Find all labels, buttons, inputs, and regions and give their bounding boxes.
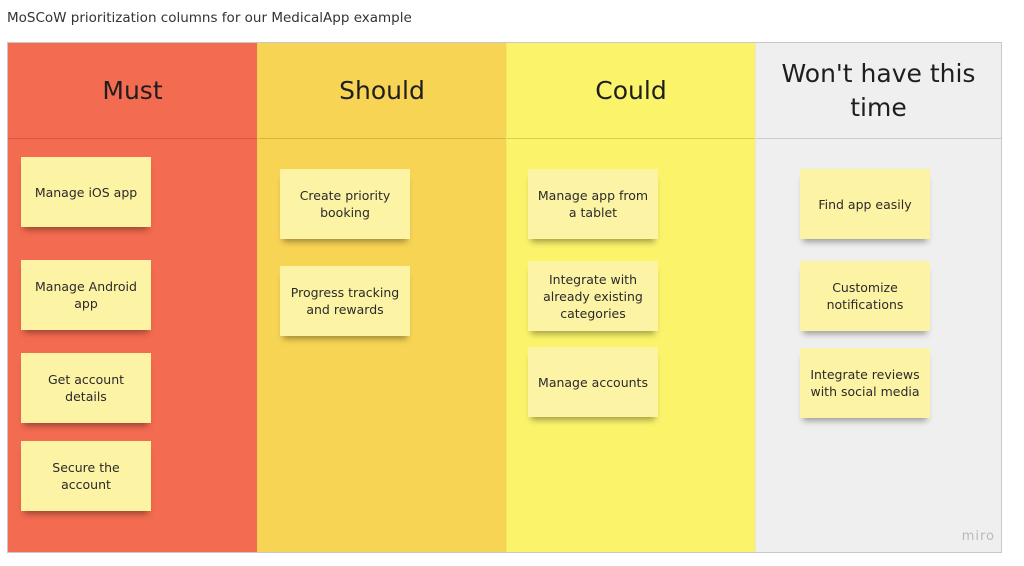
column-title: Must — [8, 43, 257, 139]
sticky-note[interactable]: Create priority booking — [280, 169, 410, 239]
sticky-note[interactable]: Get account details — [21, 353, 151, 423]
column-must: Must Manage iOS app Manage Android app G… — [8, 43, 257, 552]
sticky-note[interactable]: Integrate reviews with social media — [800, 348, 930, 418]
sticky-note[interactable]: Progress tracking and rewards — [280, 266, 410, 336]
sticky-note[interactable]: Integrate with already existing categori… — [528, 261, 658, 331]
sticky-note[interactable]: Customize notifications — [800, 261, 930, 331]
column-could: Could Manage app from a tablet Integrate… — [506, 43, 755, 552]
sticky-note[interactable]: Manage accounts — [528, 347, 658, 417]
column-should: Should Create priority booking Progress … — [257, 43, 506, 552]
sticky-note[interactable]: Manage app from a tablet — [528, 169, 658, 239]
column-title: Won't have this time — [756, 43, 1001, 139]
column-title: Should — [258, 43, 506, 139]
sticky-note[interactable]: Manage Android app — [21, 260, 151, 330]
sticky-note[interactable]: Manage iOS app — [21, 157, 151, 227]
sticky-note[interactable]: Find app easily — [800, 169, 930, 239]
sticky-note[interactable]: Secure the account — [21, 441, 151, 511]
miro-logo: miro — [961, 529, 995, 544]
column-title: Could — [507, 43, 755, 139]
moscow-board: Must Manage iOS app Manage Android app G… — [7, 42, 1002, 553]
column-wont: Won't have this time Find app easily Cus… — [755, 43, 1001, 552]
board-caption: MoSCoW prioritization columns for our Me… — [7, 10, 412, 26]
